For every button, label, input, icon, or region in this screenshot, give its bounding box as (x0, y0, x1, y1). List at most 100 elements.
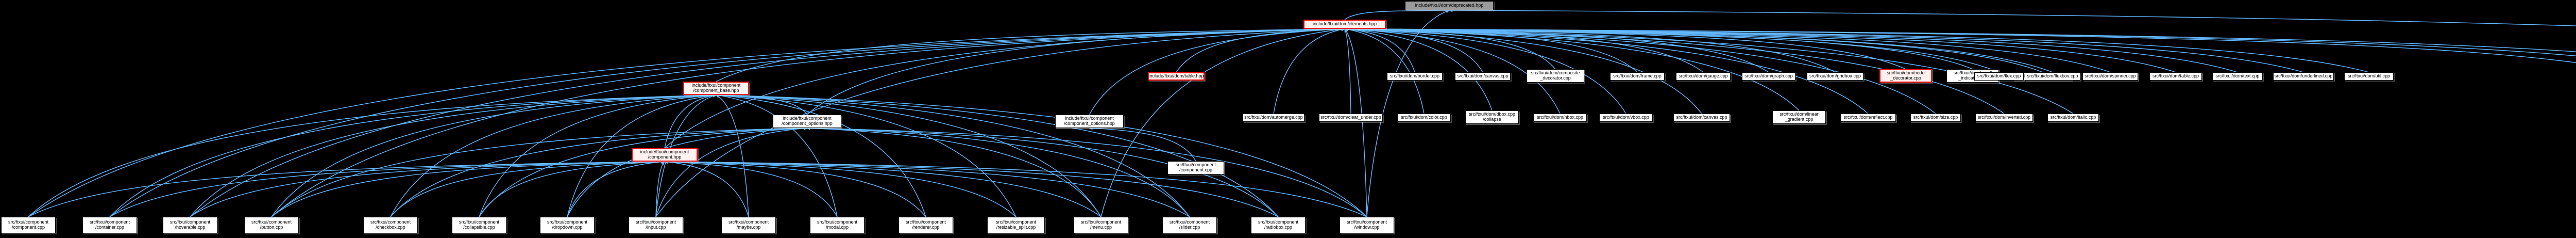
graph-node[interactable]: src/ftxui/component /modal.cpp (810, 217, 865, 233)
graph-node[interactable]: src/ftxui/dom/inverted.cpp (1975, 114, 2033, 122)
graph-node[interactable]: src/ftxui/component /button.cpp (244, 217, 299, 233)
graph-node[interactable]: src/ftxui/dom/linear _gradient.cpp (1772, 110, 1826, 124)
graph-edge (1344, 27, 1836, 73)
graph-edge (1344, 27, 1906, 70)
graph-node[interactable]: src/ftxui/dom/node _decorator.cpp (1879, 69, 1932, 83)
graph-edge (1100, 27, 1345, 217)
graph-node[interactable]: src/ftxui/dom/vbox.cpp (1599, 114, 1653, 122)
graph-node[interactable]: src/ftxui/dom/hbox.cpp (1533, 114, 1587, 122)
graph-edge (1344, 27, 2176, 73)
graph-node[interactable]: include/ftxui/component /component_optio… (773, 115, 841, 128)
graph-node[interactable]: src/ftxui/component /slider.cpp (1162, 217, 1217, 233)
graph-node[interactable]: src/ftxui/component /hoverable.cpp (163, 217, 217, 233)
graph-node[interactable]: src/ftxui/component /window.cpp (1340, 217, 1394, 233)
graph-edge (1344, 27, 1493, 111)
graph-edge (806, 126, 1101, 217)
graph-node[interactable]: src/ftxui/dom/flex.cpp (1974, 72, 2024, 81)
graph-node[interactable]: include/ftxui/dom/deprecated.hpp (1405, 1, 1494, 10)
graph-edge (28, 160, 665, 217)
graph-node[interactable]: src/ftxui/component /resizable_split.cpp (987, 217, 1045, 233)
graph-node[interactable]: src/ftxui/dom/composite _decorator.cpp (1527, 69, 1584, 83)
graph-node[interactable]: src/ftxui/dom/dbox.cpp /collapse (1465, 110, 1519, 124)
graph-node[interactable]: src/ftxui/dom/border.cpp (1387, 72, 1443, 81)
graph-edge (28, 27, 1345, 217)
graph-edge (109, 93, 717, 217)
graph-node[interactable]: src/ftxui/dom/flexbox.cpp (2025, 72, 2080, 81)
graph-node[interactable]: src/ftxui/component /container.cpp (82, 217, 137, 233)
graph-edge (1344, 27, 1556, 70)
graph-edge (806, 126, 1190, 217)
graph-edge (1344, 28, 1351, 114)
graph-edge (1344, 27, 1702, 114)
graph-node[interactable]: src/ftxui/dom/canvas.cpp (1455, 72, 1511, 81)
graph-edge (28, 93, 717, 217)
graph-edge (664, 160, 1101, 217)
graph-node[interactable]: src/ftxui/dom/color.cpp (1397, 114, 1451, 122)
graph-node[interactable]: src/ftxui/dom/text.cpp (2212, 72, 2263, 81)
graph-edge (1344, 27, 1425, 114)
graph-edge (664, 160, 749, 217)
graph-edge (655, 161, 665, 217)
graph-edge (664, 160, 1190, 217)
graph-node[interactable]: src/ftxui/dom/underlined.cpp (2273, 72, 2334, 81)
graph-edge (1344, 27, 2111, 73)
graph-edge (716, 93, 838, 217)
graph-node[interactable]: src/ftxui/component /menu.cpp (1074, 217, 1128, 233)
graph-node[interactable]: include/ftxui/component /component_base.… (683, 82, 749, 95)
graph-node[interactable]: src/ftxui/component /collapsible.cpp (452, 217, 506, 233)
graph-node[interactable]: src/ftxui/component /renderer.cpp (899, 217, 953, 233)
graph-node[interactable]: src/ftxui/component /input.cpp (629, 217, 683, 233)
graph-edge (664, 27, 1345, 149)
graph-edge (1344, 27, 1869, 114)
graph-edge (716, 27, 1345, 82)
graph-node[interactable]: src/ftxui/component /checkbox.cpp (363, 217, 418, 233)
graph-node[interactable]: src/ftxui/component /component.cpp (1, 217, 56, 233)
graph-edge (390, 126, 808, 217)
graph-edge (1089, 126, 1196, 162)
graph-node[interactable]: src/ftxui/component /dropdown.cpp (540, 217, 595, 233)
graph-node[interactable]: src/ftxui/dom/frame.cpp (1610, 72, 1665, 81)
graph-node[interactable]: src/ftxui/dom/gauge.cpp (1676, 72, 1731, 81)
graph-edge (806, 126, 1367, 217)
graph-node[interactable]: include/ftxui/component /component.hpp (632, 148, 698, 162)
graph-node[interactable]: include/ftxui/dom/elements.hpp (1303, 20, 1386, 29)
graph-edge (1344, 27, 2369, 73)
graph-edge (807, 27, 1345, 115)
graph-node[interactable]: src/ftxui/dom/italic.cpp (2047, 114, 2099, 122)
graph-node[interactable]: src/ftxui/dom/util.cpp (2344, 72, 2394, 81)
graph-node[interactable]: include/ftxui/component /component_optio… (1055, 115, 1124, 128)
graph-node[interactable]: src/ftxui/dom/table.cpp (2149, 72, 2202, 81)
graph-edge (1344, 27, 1638, 73)
graph-node[interactable]: include/ftxui/dom/table.hpp (1148, 72, 1205, 81)
graph-edge (479, 126, 808, 217)
graph-node[interactable]: src/ftxui/dom/canvas.cpp (1673, 114, 1730, 122)
graph-node[interactable]: src/ftxui/dom/automerge.cpp (1243, 114, 1304, 122)
graph-edge (1344, 8, 1450, 20)
graph-edge (716, 93, 808, 115)
graph-node[interactable]: src/ftxui/dom/clear_under.cpp (1319, 114, 1383, 122)
graph-edge (1344, 27, 2043, 73)
graph-node[interactable]: src/ftxui/dom/graph.cpp (1742, 72, 1795, 81)
graph-edge (1344, 28, 1367, 217)
graph-edge (655, 126, 808, 217)
graph-node[interactable]: src/ftxui/component /maybe.cpp (721, 217, 776, 233)
graph-node[interactable]: src/ftxui/component /component.cpp (1167, 161, 1224, 174)
graph-edge (1273, 27, 1345, 114)
graph-edge (109, 160, 665, 217)
graph-edge (716, 94, 749, 217)
graph-edge (716, 93, 1016, 217)
graph-node[interactable]: src/ftxui/dom/size.cpp (1910, 114, 1961, 122)
graph-edge (271, 160, 665, 217)
graph-edge (1344, 27, 2576, 52)
graph-edge (1176, 27, 1345, 73)
graph-edge (567, 160, 665, 217)
graph-edge (1449, 8, 2576, 26)
graph-edge (109, 27, 1345, 217)
graph-edge (1344, 27, 1973, 70)
graph-edge (664, 160, 926, 217)
graph-node[interactable]: src/ftxui/dom/spinner.cpp (2082, 72, 2138, 81)
graph-node[interactable]: src/ftxui/component /radiobox.cpp (1251, 217, 1306, 233)
graph-node[interactable]: src/ftxui/dom/gridbox.cpp (1807, 72, 1863, 81)
graph-node[interactable]: src/ftxui/dom/reflect.cpp (1840, 114, 1896, 122)
